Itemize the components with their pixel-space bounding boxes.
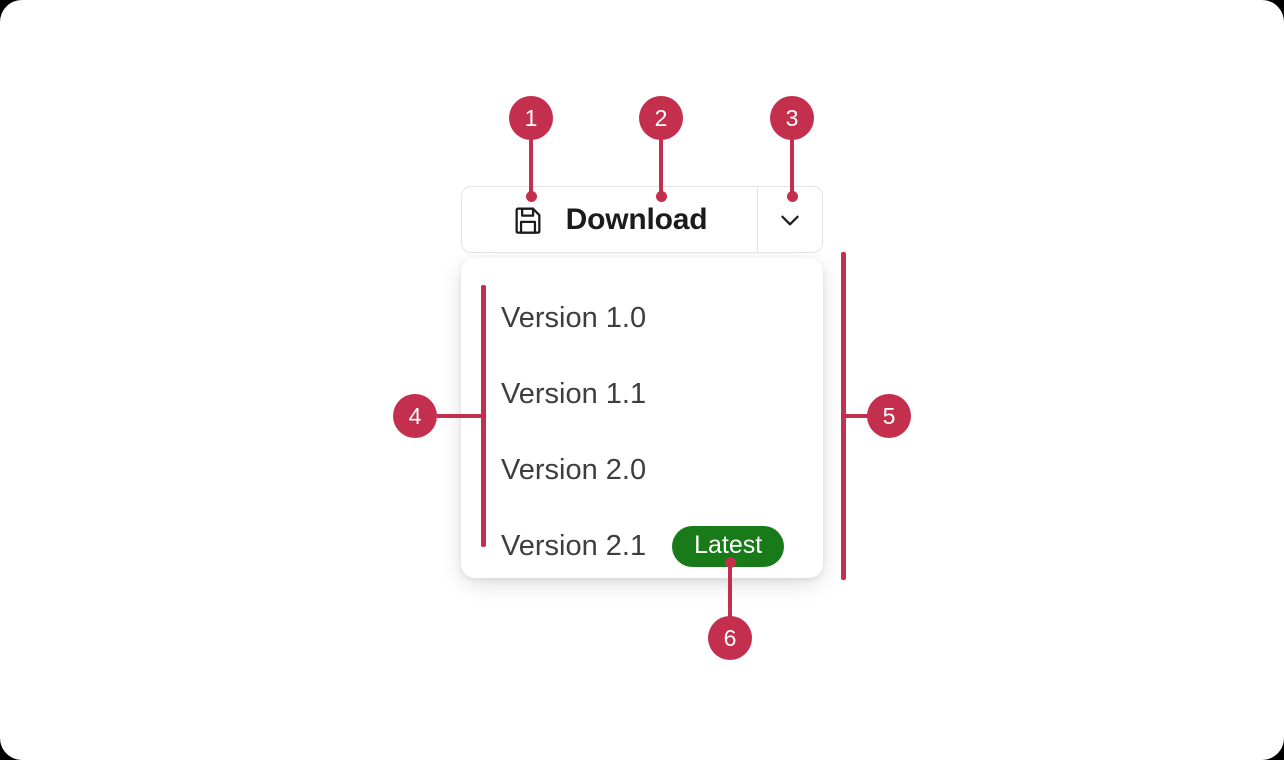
annotation-marker-3: 3 — [770, 96, 814, 140]
chevron-down-icon — [777, 207, 803, 233]
annotation-dot-1 — [526, 191, 537, 202]
list-item[interactable]: Version 2.0 — [461, 432, 823, 508]
version-dropdown-panel: Version 1.0 Version 1.1 Version 2.0 Vers… — [461, 258, 823, 578]
annotation-stem-3 — [790, 138, 794, 196]
list-item[interactable]: Version 2.1 Latest — [461, 508, 823, 584]
version-label: Version 2.0 — [501, 453, 647, 486]
annotation-marker-1: 1 — [509, 96, 553, 140]
version-label: Version 2.1 — [501, 529, 647, 562]
annotation-stem-1 — [529, 138, 533, 196]
download-button[interactable]: Download — [462, 187, 757, 252]
version-label: Version 1.1 — [501, 377, 647, 410]
list-item[interactable]: Version 1.1 — [461, 356, 823, 432]
annotation-marker-6: 6 — [708, 616, 752, 660]
list-item[interactable]: Version 1.0 — [461, 280, 823, 356]
download-split-button[interactable]: Download — [461, 186, 823, 253]
version-label: Version 1.0 — [501, 301, 647, 334]
annotation-stem-4 — [437, 414, 483, 418]
annotation-bracket-4 — [481, 285, 486, 547]
annotation-dot-6 — [725, 557, 736, 568]
save-floppy-icon — [512, 204, 544, 236]
annotation-dot-2 — [656, 191, 667, 202]
download-button-label: Download — [565, 202, 708, 236]
annotation-marker-4: 4 — [393, 394, 437, 438]
annotation-bracket-5 — [841, 252, 846, 580]
annotation-stem-2 — [659, 138, 663, 196]
annotation-dot-3 — [787, 191, 798, 202]
dropdown-toggle-button[interactable] — [757, 187, 822, 252]
annotation-marker-5: 5 — [867, 394, 911, 438]
annotation-stem-6 — [728, 562, 732, 618]
annotation-marker-2: 2 — [639, 96, 683, 140]
